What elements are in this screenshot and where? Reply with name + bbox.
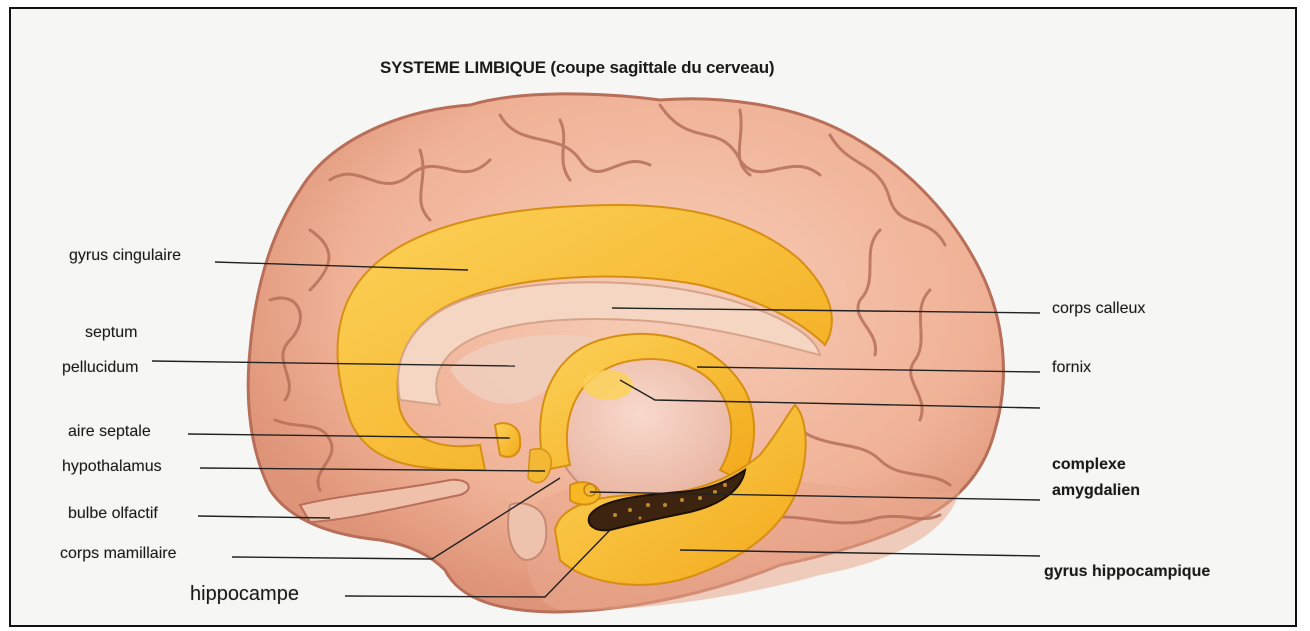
label-fornix: fornix — [1052, 359, 1091, 377]
label-septum: septum — [85, 324, 137, 342]
label-gyrus-hippocampique: gyrus hippocampique — [1044, 563, 1210, 581]
label-amygdalien: amygdalien — [1052, 482, 1140, 500]
label-complexe: complexe — [1052, 456, 1126, 474]
label-hippocampe: hippocampe — [190, 583, 299, 606]
label-aire-septale: aire septale — [68, 423, 151, 441]
label-pellucidum: pellucidum — [62, 359, 138, 377]
figure-title: SYSTEME LIMBIQUE (coupe sagittale du cer… — [380, 58, 774, 78]
label-hypothalamus: hypothalamus — [62, 458, 162, 476]
label-bulbe-olfactif: bulbe olfactif — [68, 505, 158, 523]
label-corps-mamillaire: corps mamillaire — [60, 545, 176, 563]
label-corps-calleux: corps calleux — [1052, 300, 1145, 318]
label-gyrus-cingulaire: gyrus cingulaire — [69, 247, 181, 265]
